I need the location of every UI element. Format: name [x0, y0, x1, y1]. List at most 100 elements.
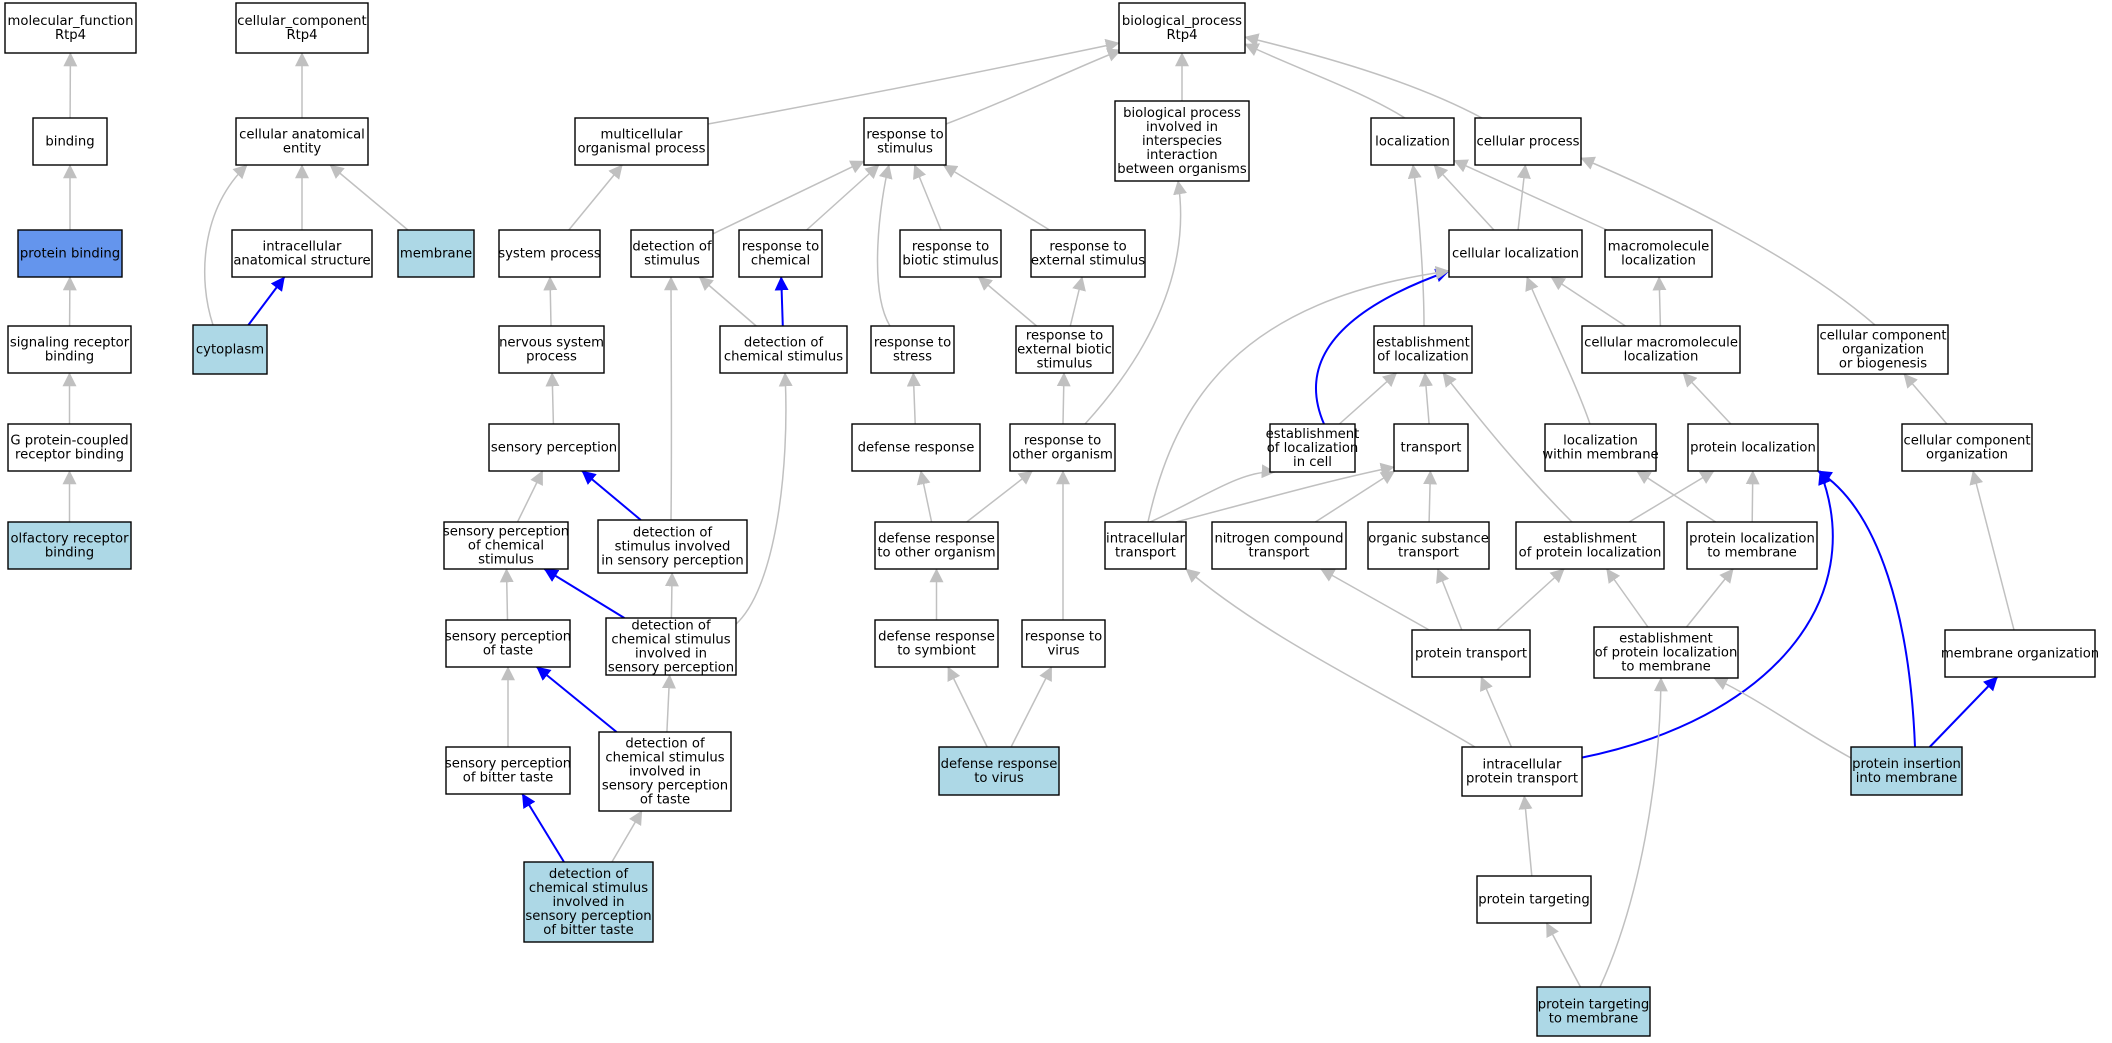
go-term-node-cellloc[interactable]: cellular localization [1448, 229, 1583, 278]
node-box [1593, 626, 1739, 679]
node-label: of localization [1377, 349, 1469, 364]
node-box [1015, 325, 1114, 374]
node-label: cellular_component [237, 14, 366, 29]
edge-defvirus-to-defsym [947, 666, 988, 748]
node-box [1850, 746, 1963, 796]
node-label: in sensory perception [601, 553, 744, 568]
node-label: response to [1049, 239, 1126, 254]
node-box [4, 2, 137, 54]
edge-intratrans-to-cellloc [1147, 265, 1450, 523]
go-term-node-sysproc[interactable]: system process [498, 229, 601, 278]
node-box [523, 861, 654, 943]
node-label: within membrane [1542, 447, 1658, 462]
node-box [1686, 521, 1818, 570]
go-term-node-sensperc[interactable]: sensory perception [488, 423, 620, 472]
go-term-node-memorg[interactable]: membrane organization [1941, 629, 2099, 678]
edge-estprotlocmem-to-protlocmem [1685, 568, 1734, 628]
node-label: entity [283, 141, 321, 156]
node-label: Rtp4 [286, 28, 317, 43]
node-label: nervous system [499, 335, 604, 350]
node-label: sensory perception [525, 909, 651, 924]
edge-ccob-to-cellproc [1580, 156, 1876, 326]
go-term-node-protloc[interactable]: protein localization [1687, 423, 1819, 472]
node-label: response to [1024, 433, 1101, 448]
go-term-node-cytoplasm[interactable]: cytoplasm [192, 324, 268, 375]
go-term-node-transport[interactable]: transport [1393, 423, 1469, 472]
node-box [498, 229, 601, 278]
node-label: organization [1926, 447, 2008, 462]
edge-orgsub-to-transport [1423, 470, 1438, 523]
node-label: stimulus [478, 552, 534, 567]
go-term-node-binding[interactable]: binding [32, 117, 108, 166]
node-label: cellular process [1476, 134, 1579, 149]
node-label: binding [45, 134, 94, 149]
node-label: response to [742, 239, 819, 254]
go-term-node-membrane[interactable]: membrane [397, 229, 475, 278]
go-term-node-protbind[interactable]: protein binding [17, 229, 123, 278]
node-label: in cell [1293, 455, 1332, 470]
edges-layer [62, 33, 2015, 988]
go-term-node-cellproc[interactable]: cellular process [1474, 117, 1582, 166]
edge-protins-to-protloc [1817, 470, 1916, 748]
go-term-node-prottrans[interactable]: protein transport [1411, 629, 1531, 678]
edge-detchemsens-to-spchem [543, 568, 625, 619]
node-label: response to [866, 127, 943, 142]
edge-prottrans-to-estprotloc [1496, 568, 1565, 631]
node-label: cellular component [1903, 433, 2030, 448]
node-label: stimulus involved [615, 539, 731, 554]
go-term-node-defresp[interactable]: defense response [851, 423, 981, 472]
node-label: of taste [640, 792, 690, 807]
edge-membrane-to-cae [329, 164, 409, 231]
go-term-node-prottarg[interactable]: protein targeting [1476, 875, 1592, 924]
node-box [1536, 986, 1651, 1037]
go-term-node-local[interactable]: localization [1370, 117, 1455, 166]
